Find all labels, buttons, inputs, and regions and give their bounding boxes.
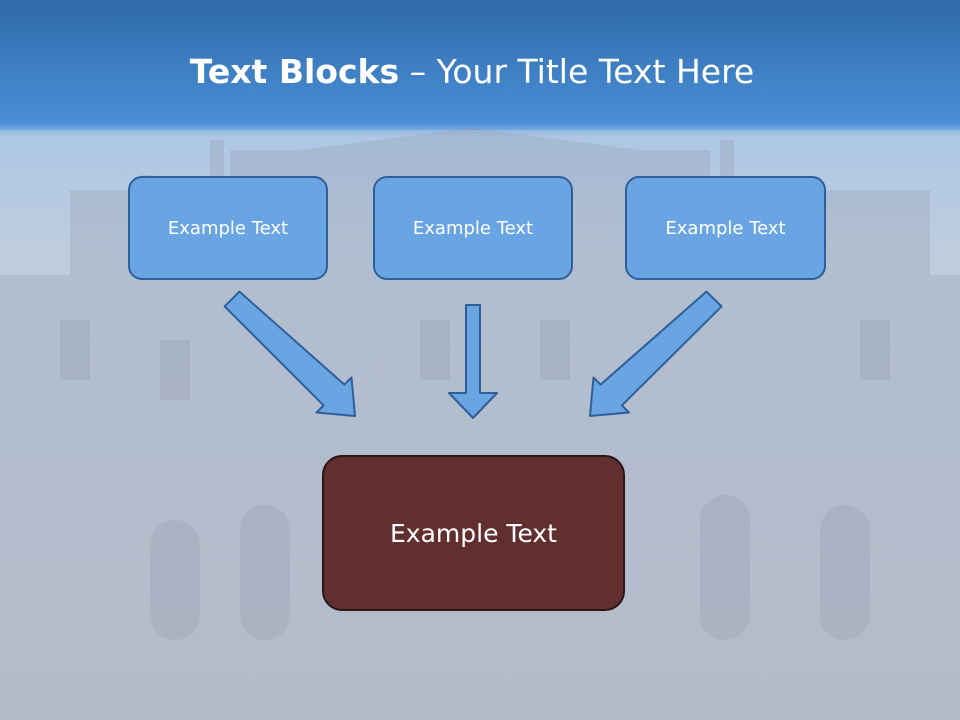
slide-title: Text Blocks – Your Title Text Here [0, 52, 944, 91]
text-block-3[interactable]: Example Text [625, 176, 826, 280]
text-block-2[interactable]: Example Text [373, 176, 573, 280]
text-block-1-label: Example Text [167, 217, 289, 239]
text-block-1[interactable]: Example Text [128, 176, 328, 280]
result-block[interactable]: Example Text [322, 455, 625, 611]
title-bold: Text Blocks [189, 52, 400, 91]
title-rest: – Your Title Text Here [399, 52, 755, 91]
result-block-label: Example Text [390, 518, 557, 548]
text-block-3-label: Example Text [665, 217, 786, 239]
text-block-2-label: Example Text [412, 217, 534, 239]
